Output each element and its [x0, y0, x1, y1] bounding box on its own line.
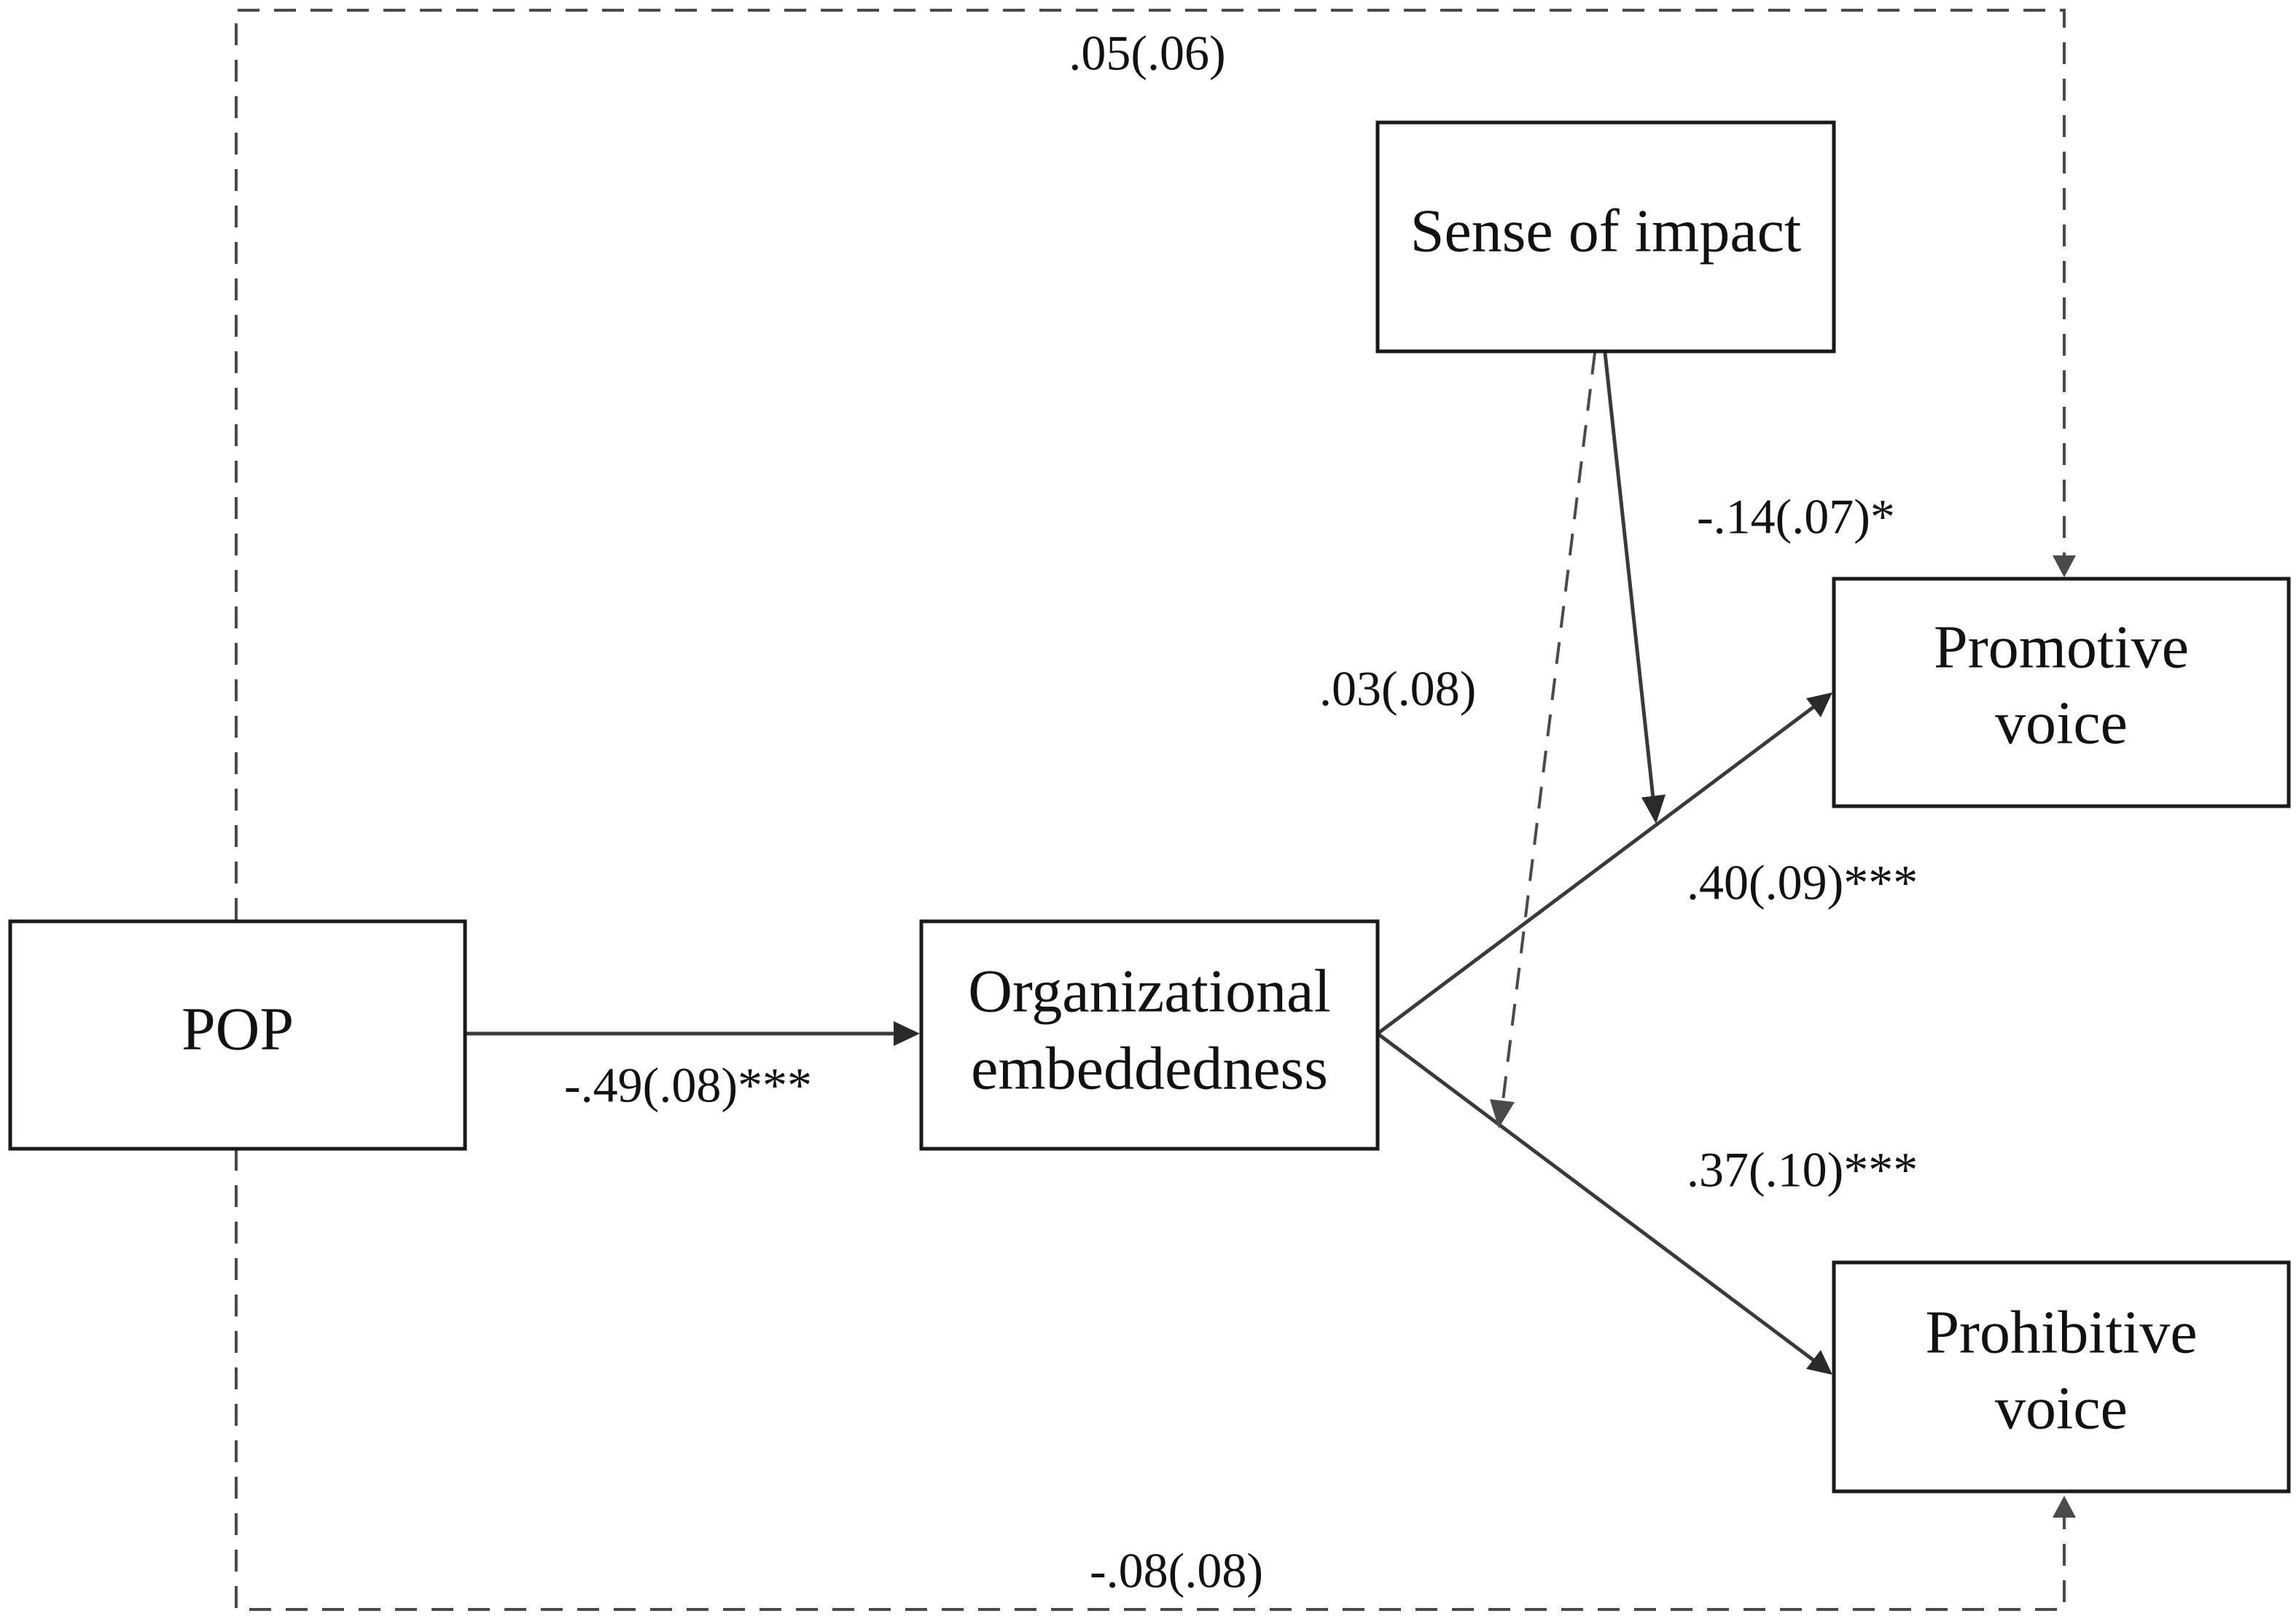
path-impact-moderates-prohibitive	[1490, 352, 1596, 1128]
embeddedness-to-promotive-arrowhead	[1806, 692, 1832, 717]
coef-pop-to-embeddedness: -.49(.08)***	[564, 1058, 812, 1113]
node-sense-of-impact: Sense of impact	[1375, 120, 1836, 354]
embeddedness-to-prohibitive-arrowhead	[1806, 1350, 1832, 1375]
pop-to-promotive-arrowhead	[2053, 555, 2076, 577]
path-pop-to-embeddedness	[466, 1021, 920, 1046]
coef-embeddedness-to-prohibitive: .37(.10)***	[1687, 1142, 1918, 1198]
pop-to-embeddedness-arrowhead	[894, 1021, 920, 1046]
impact-to-promotive-path-line	[1603, 352, 1655, 799]
coef-pop-to-prohibitive-direct: -.08(.08)	[1090, 1543, 1263, 1599]
node-sense-of-impact-box	[1375, 120, 1836, 354]
node-prohibitive-voice-label-line-2: voice	[1995, 1374, 2128, 1442]
node-pop-box	[8, 919, 467, 1151]
node-embeddedness-box	[919, 919, 1380, 1151]
path-embeddedness-to-prohibitive	[1376, 1031, 1832, 1375]
node-sense-of-impact-label: Sense of impact	[1410, 197, 1802, 265]
node-pop-label: POP	[181, 995, 294, 1063]
path-pop-to-promotive-direct	[235, 9, 2076, 920]
node-prohibitive-voice-label-line-1: Prohibitive	[1925, 1298, 2197, 1366]
impact-to-prohibitive-path-line	[1502, 352, 1596, 1101]
node-prohibitive-voice-box	[1832, 1260, 2291, 1494]
coef-embeddedness-to-promotive: .40(.09)***	[1687, 855, 1918, 910]
pop-to-prohibitive-dashed-line	[235, 1149, 2066, 1611]
node-promotive-voice-label-line-1: Promotive	[1934, 613, 2189, 681]
pop-to-prohibitive-arrowhead	[2053, 1496, 2076, 1518]
node-promotive-voice-label-line-2: voice	[1995, 689, 2128, 757]
coef-impact-moderates-promotive: -.14(.07)*	[1697, 489, 1895, 544]
node-organizational-embeddedness: Organizational embeddedness	[919, 919, 1380, 1151]
path-embeddedness-to-promotive	[1376, 692, 1832, 1036]
pop-to-promotive-dashed-line	[235, 9, 2066, 920]
node-promotive-voice: Promotive voice	[1832, 577, 2291, 808]
node-embeddedness-label-line-1: Organizational	[968, 957, 1331, 1025]
path-pop-to-prohibitive-direct	[235, 1149, 2076, 1611]
embeddedness-to-prohibitive-line	[1376, 1031, 1815, 1362]
coef-pop-to-promotive-direct: .05(.06)	[1069, 26, 1225, 81]
node-prohibitive-voice: Prohibitive voice	[1832, 1260, 2291, 1494]
node-embeddedness-label-line-2: embeddedness	[971, 1034, 1328, 1102]
impact-to-prohibitive-path-arrowhead	[1490, 1099, 1515, 1128]
embeddedness-to-promotive-line	[1376, 705, 1815, 1036]
path-impact-moderates-promotive	[1603, 352, 1666, 824]
impact-to-promotive-path-arrowhead	[1641, 795, 1666, 824]
coef-impact-moderates-prohibitive: .03(.08)	[1319, 661, 1476, 717]
node-promotive-voice-box	[1832, 577, 2291, 808]
node-pop: POP	[8, 919, 467, 1151]
